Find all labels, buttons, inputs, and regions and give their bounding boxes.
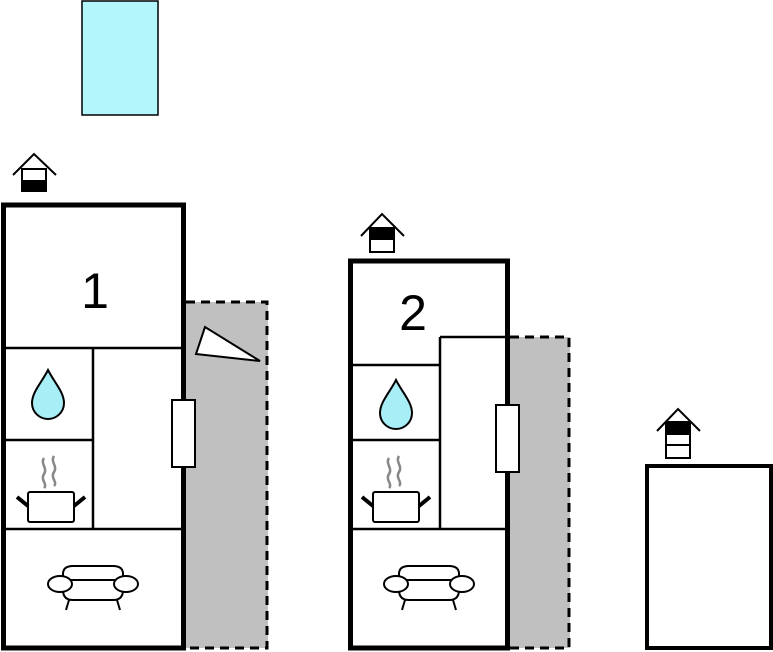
house-floor-icon xyxy=(360,212,405,253)
pool-icon xyxy=(81,0,159,116)
house-floor-icon xyxy=(12,152,57,192)
unit-label: 2 xyxy=(399,285,427,341)
terrace xyxy=(510,335,571,650)
stairs-triangle-icon xyxy=(194,325,261,362)
door-icon xyxy=(495,404,520,473)
door-icon xyxy=(171,399,196,468)
unit-label: 1 xyxy=(81,263,109,319)
unit-1 xyxy=(1,202,186,651)
unit-3 xyxy=(645,464,773,650)
unit-2 xyxy=(348,258,510,651)
house-floor-icon xyxy=(656,407,701,459)
